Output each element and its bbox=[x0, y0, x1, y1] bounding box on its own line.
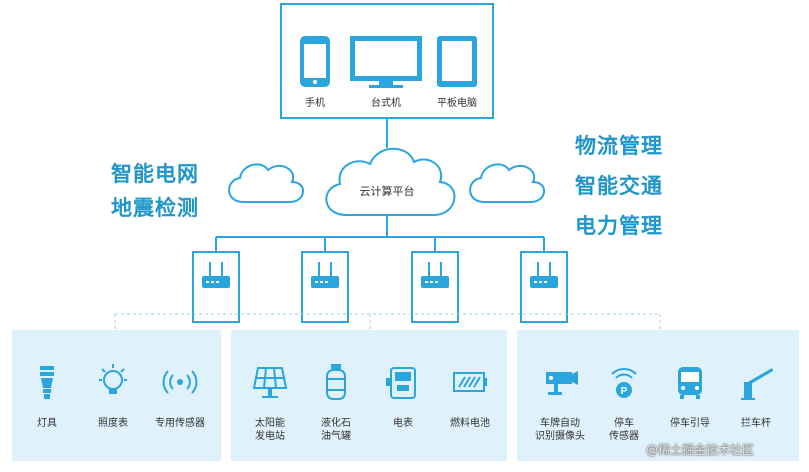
cloud-main-icon bbox=[325, 147, 456, 216]
item-solar-station: 太阳能 发电站 bbox=[225, 362, 315, 443]
cloud-platform-label: 云计算平台 bbox=[359, 185, 415, 198]
label-power-management: 电力管理 bbox=[575, 214, 663, 238]
panel-energy: 太阳能 发电站 液化石 油气罐 电表 燃料电池 bbox=[231, 330, 507, 461]
solar-panel-icon bbox=[252, 367, 288, 398]
item-label: 电表 bbox=[393, 418, 413, 429]
router-icon bbox=[311, 262, 339, 288]
gateway-box-3 bbox=[411, 251, 459, 323]
lamp-icon bbox=[40, 366, 54, 399]
gateway-box-2 bbox=[301, 251, 349, 323]
item-label: 车牌自动 识别摄像头 bbox=[535, 418, 585, 442]
cloud-right-icon bbox=[469, 163, 545, 203]
desktop-icon bbox=[350, 36, 422, 88]
watermark-text: @稀土掘金技术社区 bbox=[646, 443, 755, 457]
item-label: 照度表 bbox=[98, 418, 128, 429]
item-electric-meter: 电表 bbox=[358, 362, 448, 430]
tablet-icon bbox=[437, 36, 477, 87]
item-lpr-camera: 车牌自动 识别摄像头 bbox=[515, 362, 605, 443]
item-lamp: 灯具 bbox=[2, 362, 92, 430]
device-label-tablet: 平板电脑 bbox=[437, 98, 477, 109]
item-label: 灯具 bbox=[37, 418, 57, 429]
parking-sensor-icon: P bbox=[611, 368, 637, 398]
panel-lighting: 灯具 照度表 专用传感器 bbox=[12, 330, 221, 461]
device-label-phone: 手机 bbox=[305, 98, 325, 109]
item-parking-guidance: 停车引导 bbox=[645, 362, 735, 430]
panel-traffic: 车牌自动 识别摄像头 P 停车 传感器 停车引导 拦车杆 bbox=[517, 330, 799, 461]
item-fuel-cell: 燃料电池 bbox=[425, 362, 515, 430]
label-earthquake-detection: 地震检测 bbox=[111, 196, 199, 220]
device-label-desktop: 台式机 bbox=[371, 98, 401, 109]
item-parking-sensor: P 停车 传感器 bbox=[579, 362, 669, 443]
item-label: 专用传感器 bbox=[155, 418, 205, 429]
gas-tank-icon bbox=[326, 364, 346, 400]
signal-icon bbox=[162, 370, 198, 394]
router-icon bbox=[421, 262, 449, 288]
item-label: 太阳能 发电站 bbox=[255, 418, 285, 442]
item-lpg-tank: 液化石 油气罐 bbox=[291, 362, 381, 443]
item-label: 停车 传感器 bbox=[609, 418, 639, 442]
label-smart-grid: 智能电网 bbox=[111, 162, 199, 186]
gateway-box-4 bbox=[520, 251, 568, 323]
camera-icon bbox=[546, 371, 578, 395]
item-illuminance-meter: 照度表 bbox=[68, 362, 158, 430]
cloud-left-icon bbox=[228, 163, 304, 203]
item-dedicated-sensor: 专用传感器 bbox=[135, 362, 225, 430]
bus-icon bbox=[678, 367, 702, 399]
lightbulb-icon bbox=[99, 364, 127, 394]
router-icon bbox=[202, 262, 230, 288]
label-smart-traffic: 智能交通 bbox=[575, 174, 663, 198]
barrier-gate-icon bbox=[741, 368, 773, 400]
item-label: 液化石 油气罐 bbox=[321, 418, 351, 442]
label-logistics: 物流管理 bbox=[575, 134, 663, 158]
item-label: 停车引导 bbox=[670, 418, 710, 429]
item-barrier-gate: 拦车杆 bbox=[711, 362, 801, 430]
svg-text:P: P bbox=[621, 386, 628, 397]
router-icon bbox=[530, 262, 558, 288]
battery-icon bbox=[453, 372, 487, 392]
item-label: 拦车杆 bbox=[741, 418, 771, 429]
gateway-box-1 bbox=[192, 251, 240, 323]
meter-icon bbox=[386, 367, 416, 399]
phone-icon bbox=[300, 36, 330, 87]
item-label: 燃料电池 bbox=[450, 418, 490, 429]
